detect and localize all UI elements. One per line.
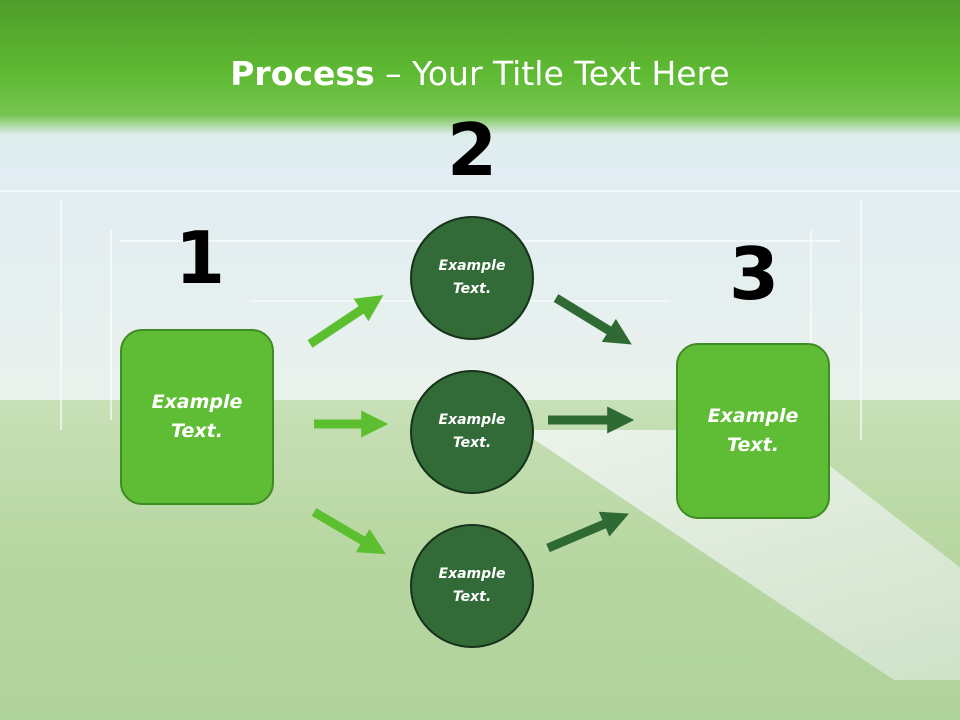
title-bold: Process — [230, 54, 375, 93]
step-3-box: Example Text. — [676, 343, 830, 519]
step-number-2: 2 — [446, 108, 498, 192]
arrow-1-to-2c — [311, 508, 386, 555]
slide-title: Process – Your Title Text Here — [0, 52, 960, 96]
title-rest: – Your Title Text Here — [374, 54, 730, 93]
step-1-text: Example Text. — [151, 391, 243, 442]
step-1-box: Example Text. — [120, 329, 274, 505]
arrow-1-to-2a — [307, 295, 384, 348]
step-2-circle-middle: Example Text. — [410, 370, 534, 494]
step-number-1: 1 — [174, 216, 226, 300]
circle-bottom-text: Example Text. — [438, 566, 506, 605]
title-banner — [0, 0, 960, 135]
circle-top-text: Example Text. — [438, 258, 506, 297]
step-2-circle-bottom: Example Text. — [410, 524, 534, 648]
circle-middle-text: Example Text. — [438, 412, 506, 451]
step-2-circle-top: Example Text. — [410, 216, 534, 340]
step-number-3: 3 — [728, 232, 780, 316]
arrow-2a-to-3 — [553, 294, 632, 345]
step-3-text: Example Text. — [707, 405, 799, 456]
arrow-2c-to-3 — [546, 511, 629, 553]
